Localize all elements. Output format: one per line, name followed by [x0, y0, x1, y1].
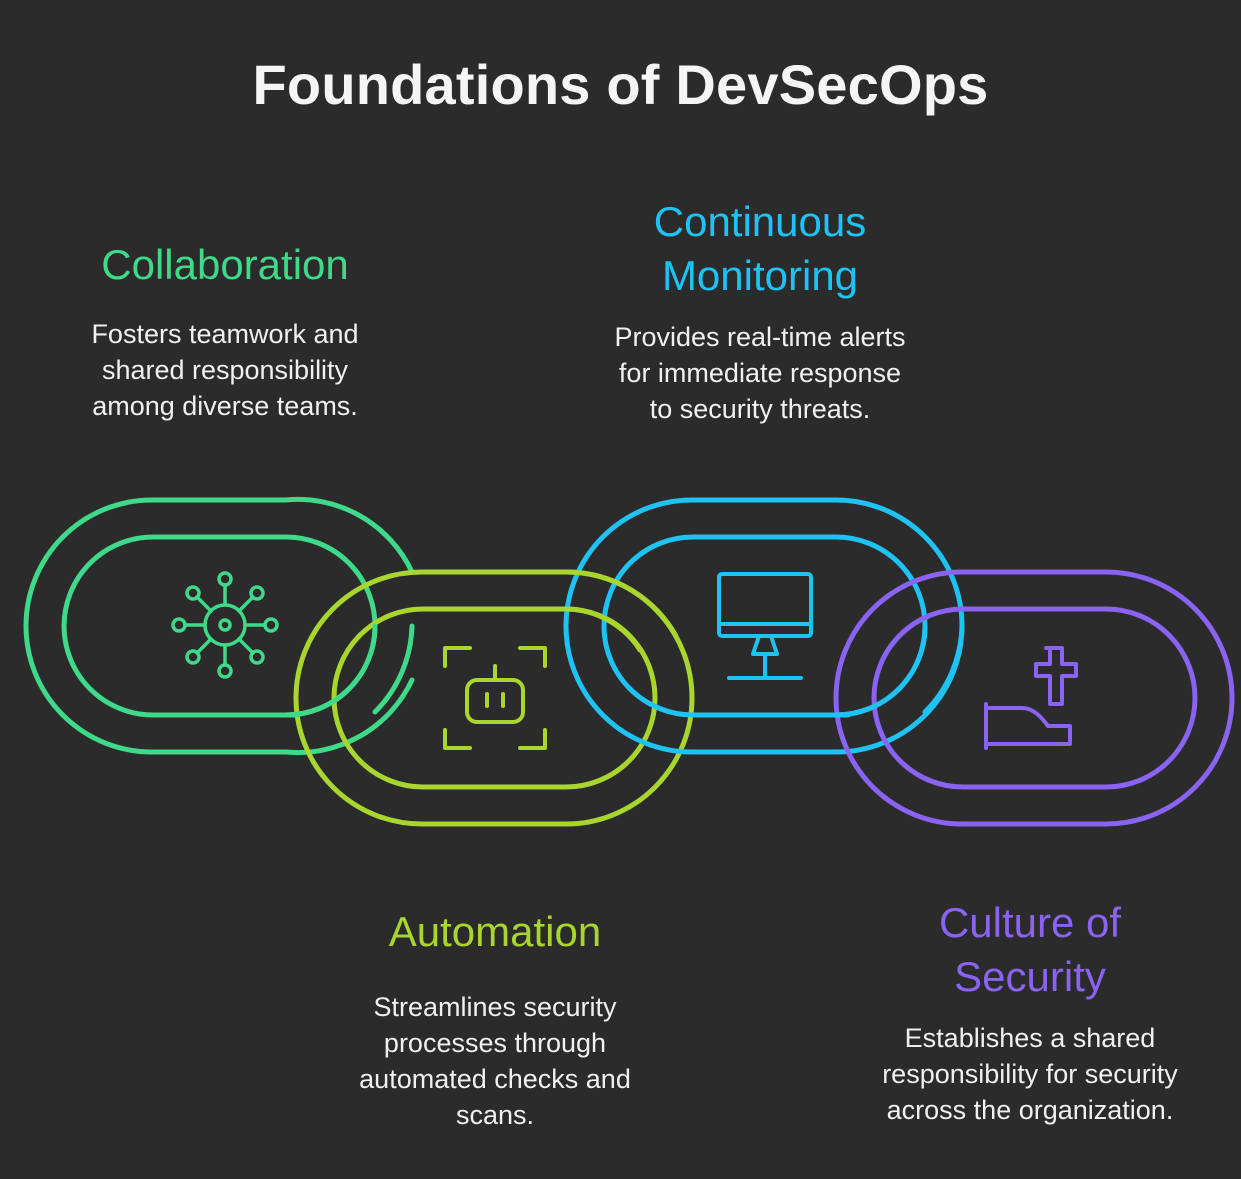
collaboration-description: Fosters teamwork and shared responsibili… [50, 316, 400, 424]
monitoring-description: Provides real-time alerts for immediate … [575, 319, 945, 427]
automation-desc-line-3: automated checks and [359, 1064, 631, 1094]
link-outer-collaboration-left [23, 497, 415, 756]
network-hub-icon [171, 571, 279, 679]
automation-desc-line-1: Streamlines security [373, 992, 617, 1022]
culture-heading: Culture of Security [850, 896, 1210, 1004]
automation-heading: Automation [388, 908, 602, 955]
automation-block: Automation Streamlines security processe… [320, 905, 670, 1133]
automation-description: Streamlines security processes through a… [320, 989, 670, 1133]
monitor-icon [717, 572, 813, 680]
automation-desc-line-2: processes through [383, 1028, 607, 1058]
culture-desc-line-3: across the organization. [886, 1095, 1174, 1125]
culture-description: Establishes a shared responsibility for … [850, 1020, 1210, 1128]
monitoring-block: Continuous Monitoring Provides real-time… [575, 195, 945, 427]
chain-interlock-cyan-over [833, 623, 965, 718]
link-outer-culture [833, 569, 1235, 827]
culture-desc-line-1: Establishes a shared [904, 1023, 1156, 1053]
collaboration-heading: Collaboration [101, 241, 349, 288]
collaboration-block: Collaboration Fosters teamwork and share… [50, 238, 400, 424]
robot-scan-icon [443, 646, 547, 750]
hand-cross-icon [984, 646, 1078, 750]
monitoring-heading-line-2: Monitoring [661, 252, 859, 299]
link-inner-culture [871, 606, 1198, 790]
link-outer-collaboration [149, 496, 415, 575]
page-title: Foundations of DevSecOps [252, 53, 989, 116]
link-outer-monitoring [563, 497, 965, 755]
culture-heading-line-1: Culture of [938, 899, 1122, 946]
chain-link-automation [293, 569, 695, 827]
culture-desc-line-2: responsibility for security [882, 1059, 1178, 1089]
chain-interlock-yellow-over [563, 569, 679, 653]
collaboration-desc-line-2: shared responsibility [101, 355, 349, 385]
culture-heading-line-2: Security [954, 953, 1106, 1000]
chain-link-culture [833, 569, 1235, 827]
monitoring-desc-line-2: for immediate response [618, 358, 902, 388]
monitoring-desc-line-1: Provides real-time alerts [614, 322, 906, 352]
collaboration-desc-line-3: among diverse teams. [92, 391, 358, 421]
monitoring-desc-line-3: to security threats. [649, 394, 871, 424]
collaboration-desc-line-1: Fosters teamwork and [91, 319, 359, 349]
culture-block: Culture of Security Establishes a shared… [850, 896, 1210, 1128]
monitoring-heading: Continuous Monitoring [575, 195, 945, 303]
chain-interlock-green-over [283, 623, 415, 718]
monitoring-heading-line-1: Continuous [653, 198, 867, 245]
automation-desc-line-4: scans. [455, 1100, 535, 1130]
